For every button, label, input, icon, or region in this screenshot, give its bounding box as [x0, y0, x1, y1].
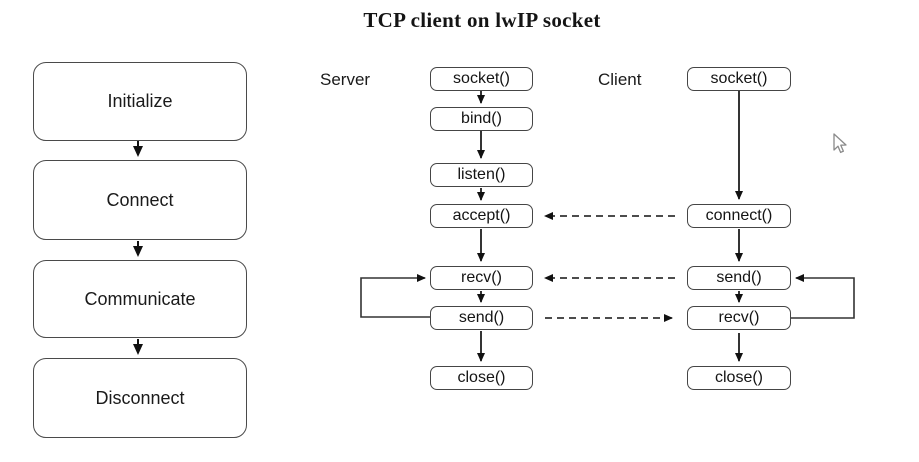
server-node-socket: socket() — [430, 67, 533, 91]
node-label: listen() — [457, 166, 506, 183]
node-label: recv() — [718, 309, 760, 326]
node-label: close() — [714, 369, 763, 386]
node-label: close() — [457, 369, 506, 386]
client-node-send: send() — [687, 266, 791, 290]
client-node-connect: connect() — [687, 204, 791, 228]
flow-step-label: Connect — [106, 189, 174, 210]
node-label: recv() — [461, 269, 502, 286]
client-node-socket: socket() — [687, 67, 791, 91]
server-node-bind: bind() — [430, 107, 533, 131]
server-node-accept: accept() — [430, 204, 533, 228]
node-label: send() — [458, 309, 505, 326]
node-label: connect() — [705, 207, 773, 224]
client-node-recv: recv() — [687, 306, 791, 330]
client-column-label: Client — [598, 70, 642, 89]
flow-step-label: Disconnect — [95, 387, 185, 408]
node-label: bind() — [461, 110, 502, 127]
flow-step-label: Initialize — [107, 91, 173, 111]
flow-step-disconnect: Disconnect — [33, 358, 247, 438]
node-label: socket() — [710, 70, 768, 87]
flow-step-connect: Connect — [33, 160, 247, 240]
server-column-label: Server — [320, 70, 371, 89]
node-label: accept() — [452, 207, 511, 224]
node-label: send() — [716, 269, 762, 286]
node-label: socket() — [453, 70, 510, 87]
mouse-cursor-icon — [833, 133, 847, 154]
client-node-close: close() — [687, 366, 791, 390]
server-node-listen: listen() — [430, 163, 533, 187]
server-node-close: close() — [430, 366, 533, 390]
flow-step-initialize: Initialize — [33, 62, 247, 141]
flow-step-label: Communicate — [84, 288, 196, 309]
diagram-title: TCP client on lwIP socket — [363, 8, 601, 32]
server-node-recv: recv() — [430, 266, 533, 290]
flow-step-communicate: Communicate — [33, 260, 247, 338]
server-node-send: send() — [430, 306, 533, 330]
